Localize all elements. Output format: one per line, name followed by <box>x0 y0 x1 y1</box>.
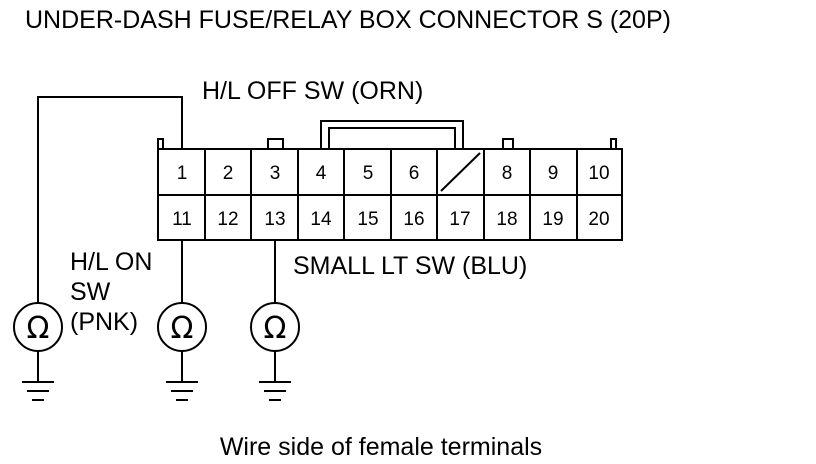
unused-terminal-slash <box>440 152 481 192</box>
pin-label: 8 <box>502 163 513 184</box>
label-hl-on-line1: H/L ON <box>70 248 152 276</box>
svg-text:Ω: Ω <box>27 311 50 346</box>
label-small-lt-sw: SMALL LT SW (BLU) <box>293 252 527 280</box>
label-hl-off-sw: H/L OFF SW (ORN) <box>202 77 423 105</box>
pin-label: 17 <box>449 209 470 230</box>
pin-label: 5 <box>363 163 374 184</box>
diagram-caption: Wire side of female terminals <box>220 433 542 461</box>
label-hl-on-line2: SW <box>70 278 111 306</box>
ohmmeter-icon: Ω <box>250 302 300 401</box>
ohmmeter-icon: Ω <box>13 302 63 401</box>
pin-label: 1 <box>177 163 188 184</box>
wire-hl-off <box>37 96 183 303</box>
pin-label: 15 <box>357 209 378 230</box>
pin-label: 3 <box>270 163 281 184</box>
pin-label: 10 <box>588 163 609 184</box>
ohmmeter-icon: Ω <box>157 302 207 401</box>
pin-label: 4 <box>316 163 327 184</box>
pin-row-2: 11 12 13 14 15 16 17 18 19 20 <box>172 209 609 230</box>
pin-label: 14 <box>310 209 332 230</box>
svg-text:Ω: Ω <box>264 311 287 346</box>
connector-housing <box>157 120 623 241</box>
label-hl-on-line3: (PNK) <box>70 308 138 336</box>
pin-label: 18 <box>496 209 517 230</box>
pin-label: 12 <box>217 209 238 230</box>
svg-text:Ω: Ω <box>171 311 194 346</box>
pin-label: 19 <box>542 209 563 230</box>
pin-label: 9 <box>548 163 559 184</box>
pin-label: 2 <box>223 163 234 184</box>
pin-label: 20 <box>588 209 609 230</box>
pin-label: 13 <box>264 209 285 230</box>
diagram-title: UNDER-DASH FUSE/RELAY BOX CONNECTOR S (2… <box>25 6 671 34</box>
pin-row-1: 1 2 3 4 5 6 8 9 10 <box>177 163 610 184</box>
pin-label: 11 <box>172 209 192 230</box>
pin-label: 6 <box>409 163 420 184</box>
pin-label: 16 <box>403 209 424 230</box>
